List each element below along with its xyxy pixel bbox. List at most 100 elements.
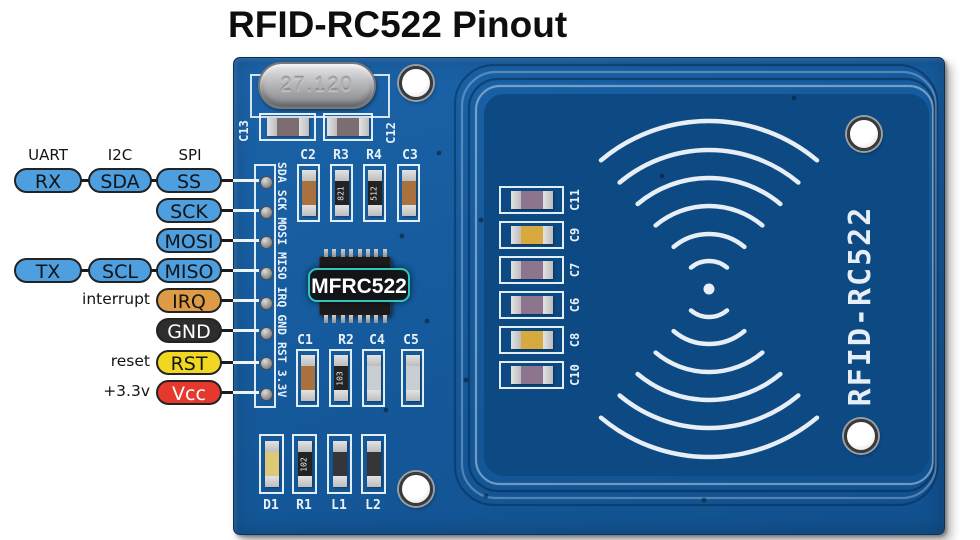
component-label: L2 <box>365 498 381 513</box>
chip-pin <box>332 315 337 323</box>
header-pin <box>260 327 273 340</box>
component-label: C9 <box>568 227 582 243</box>
component-box: 102 <box>292 434 317 494</box>
signal-arc-top <box>671 231 747 250</box>
component-label: R2 <box>338 333 354 348</box>
mounting-hole-top-left <box>399 66 433 100</box>
board-name-silkscreen: RFID-RC522 <box>843 205 878 407</box>
chip-pin <box>374 249 379 257</box>
pin-badge-mosi: MOSI <box>156 228 222 253</box>
signal-arc-top <box>617 147 801 185</box>
antenna-center-dot <box>703 283 715 295</box>
via-dot <box>659 173 665 179</box>
component-label: D1 <box>263 498 279 513</box>
pin-badge-tx: TX <box>14 258 82 283</box>
chip-pin <box>349 315 354 323</box>
smd-cap-yellow <box>510 226 553 244</box>
connector-line-on-board <box>233 269 259 272</box>
pin-badge-gnd: GND <box>156 318 222 343</box>
via-dot <box>383 407 389 413</box>
chip-pin <box>357 315 362 323</box>
smd-cap-brownish <box>327 118 369 136</box>
smd-cap-gray <box>366 355 381 401</box>
rfid-rc522-board: 27.120 SDA SCK MOSI MISO IRQ GND RST 3.3… <box>233 57 945 535</box>
smd-cap-purple <box>510 191 553 209</box>
cap-box <box>499 326 564 354</box>
pin-header-silkscreen: SDA SCK MOSI MISO IRQ GND RST 3.3V <box>275 162 289 398</box>
header-pin <box>260 297 273 310</box>
chip-label: MFRC522 <box>308 268 410 302</box>
smd-cap-brown <box>301 170 316 216</box>
chip-pin <box>349 249 354 257</box>
smd-cap-purple <box>510 296 553 314</box>
mounting-hole-bottom-right <box>844 419 878 453</box>
smd-inductor <box>332 441 347 487</box>
smd-cap-brownish <box>266 118 309 136</box>
antenna-coil-trace <box>460 70 938 500</box>
signal-arc-bottom <box>653 350 765 375</box>
chip-pin <box>382 315 387 323</box>
bus-header: UART <box>28 146 68 164</box>
signal-arc-top <box>653 203 765 228</box>
crystal-oscillator: 27.120 <box>258 62 376 109</box>
component-box <box>327 434 352 494</box>
header-pin <box>260 176 273 189</box>
pin-note: interrupt <box>82 290 150 308</box>
component-label: C8 <box>568 332 582 348</box>
smd-resistor: 103 <box>333 355 348 401</box>
pin-badge-rx: RX <box>14 168 82 193</box>
connector-line-on-board <box>233 239 259 242</box>
via-dot <box>791 95 797 101</box>
connector-line-on-board <box>233 209 259 212</box>
chip-pin <box>324 315 328 323</box>
connector-line-on-board <box>233 391 259 394</box>
cap-box <box>499 361 564 389</box>
smd-cap-brown <box>300 355 315 401</box>
chip-pin <box>366 315 370 323</box>
pin-header <box>254 164 276 408</box>
component-box <box>401 349 424 407</box>
resistor-code: 103 <box>336 370 346 386</box>
connector-line-on-board <box>233 179 259 182</box>
connector-line-on-board <box>233 299 259 302</box>
signal-arc-bottom <box>598 415 820 460</box>
component-label: C2 <box>300 148 316 163</box>
pin-note: reset <box>110 352 150 370</box>
signal-arc-bottom <box>635 371 783 403</box>
component-label: C13 <box>237 120 251 142</box>
cap-box <box>323 113 373 141</box>
signal-arc-top <box>635 175 783 207</box>
component-box <box>362 349 385 407</box>
cap-box <box>499 221 564 249</box>
bus-header: I2C <box>107 146 133 164</box>
cap-box <box>499 256 564 284</box>
cap-box <box>499 186 564 214</box>
component-label: C4 <box>369 333 385 348</box>
signal-arc-top <box>598 118 820 163</box>
smd-led <box>264 441 279 487</box>
signal-arc-bottom <box>671 328 747 347</box>
chip-pin <box>374 315 379 323</box>
component-box <box>397 164 420 222</box>
via-dot <box>424 318 430 324</box>
via-dot <box>463 377 469 383</box>
pin-badge-scl: SCL <box>88 258 152 283</box>
smd-cap-purple <box>510 261 553 279</box>
header-pin <box>260 236 273 249</box>
smd-cap-brown <box>401 170 416 216</box>
signal-arc-top <box>688 258 730 270</box>
header-pin <box>260 267 273 280</box>
chip-pin <box>382 249 387 257</box>
component-box: 512 <box>363 164 386 222</box>
connector-line-on-board <box>233 361 259 364</box>
antenna-coil-trace <box>467 77 936 493</box>
antenna-artwork <box>383 63 939 507</box>
cap-box <box>259 113 316 141</box>
pin-badge-rst: RST <box>156 350 222 375</box>
cap-box <box>499 291 564 319</box>
smd-cap-yellow <box>510 331 553 349</box>
chip-pin <box>324 249 328 257</box>
via-dot <box>436 150 442 156</box>
chip-pin <box>366 249 370 257</box>
